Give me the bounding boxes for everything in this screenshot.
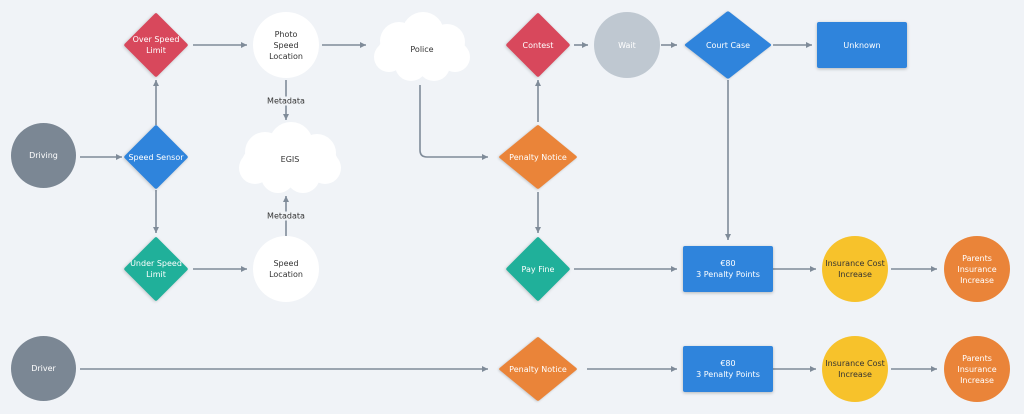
node-pay-fine[interactable]: Pay Fine — [504, 235, 572, 303]
node-speed-sensor[interactable]: Speed Sensor — [122, 123, 190, 191]
node-speed-sensor-label: Speed Sensor — [128, 152, 184, 162]
node-over-speed-limit-label: Over Speed Limit — [132, 35, 180, 55]
edge-label-metadata-top: Metadata — [266, 96, 306, 106]
edge-label-metadata-bottom: Metadata — [266, 211, 306, 221]
node-insurance-top[interactable]: Insurance Cost Increase — [822, 236, 888, 302]
node-under-speed-limit[interactable]: Under Speed Limit — [122, 235, 190, 303]
node-wait-label: Wait — [618, 40, 636, 50]
node-police-label: Police — [410, 44, 434, 54]
node-parents-bottom-label: Parents Insurance Increase — [957, 353, 997, 385]
node-court-case-label: Court Case — [705, 40, 751, 50]
node-fine-top[interactable]: €80 3 Penalty Points — [683, 246, 773, 292]
node-parents-bottom[interactable]: Parents Insurance Increase — [944, 336, 1010, 402]
node-fine-bottom-label: €80 3 Penalty Points — [696, 359, 760, 379]
node-driving[interactable]: Driving — [11, 123, 76, 188]
node-speed-location-label: Speed Location — [269, 259, 303, 279]
node-under-speed-limit-label: Under Speed Limit — [130, 259, 182, 279]
node-penalty-notice-top[interactable]: Penalty Notice — [490, 120, 586, 194]
node-unknown-label: Unknown — [843, 40, 881, 50]
node-penalty-notice-top-label: Penalty Notice — [509, 152, 567, 162]
node-contest[interactable]: Contest — [504, 11, 572, 79]
node-parents-top-label: Parents Insurance Increase — [957, 253, 997, 285]
node-insurance-bottom-label: Insurance Cost Increase — [825, 359, 885, 379]
node-pay-fine-label: Pay Fine — [521, 264, 555, 274]
node-driver-label: Driver — [31, 364, 56, 373]
cloud-shape — [239, 122, 341, 193]
node-photo-speed-location[interactable]: Photo Speed Location — [253, 12, 319, 78]
node-fine-bottom[interactable]: €80 3 Penalty Points — [683, 346, 773, 392]
node-photo-speed-location-label: Photo Speed Location — [269, 29, 303, 61]
node-driving-label: Driving — [29, 151, 58, 160]
node-penalty-notice-bottom[interactable]: Penalty Notice — [490, 332, 586, 406]
node-insurance-top-label: Insurance Cost Increase — [825, 259, 885, 279]
node-police[interactable]: Police — [369, 11, 475, 87]
node-egis-label: EGIS — [280, 154, 300, 164]
edge-police-to-penalty-notice — [419, 85, 488, 160]
node-unknown[interactable]: Unknown — [817, 22, 907, 68]
node-parents-top[interactable]: Parents Insurance Increase — [944, 236, 1010, 302]
node-over-speed-limit[interactable]: Over Speed Limit — [122, 11, 190, 79]
cloud-shape — [374, 12, 470, 81]
node-insurance-bottom[interactable]: Insurance Cost Increase — [822, 336, 888, 402]
node-contest-label: Contest — [522, 40, 554, 50]
node-fine-top-label: €80 3 Penalty Points — [696, 259, 760, 279]
node-court-case[interactable]: Court Case — [678, 0, 778, 90]
node-driver[interactable]: Driver — [11, 336, 76, 401]
node-wait[interactable]: Wait — [594, 12, 660, 78]
node-speed-location[interactable]: Speed Location — [253, 236, 319, 302]
node-penalty-notice-bottom-label: Penalty Notice — [509, 364, 567, 374]
node-egis[interactable]: EGIS — [233, 120, 347, 198]
